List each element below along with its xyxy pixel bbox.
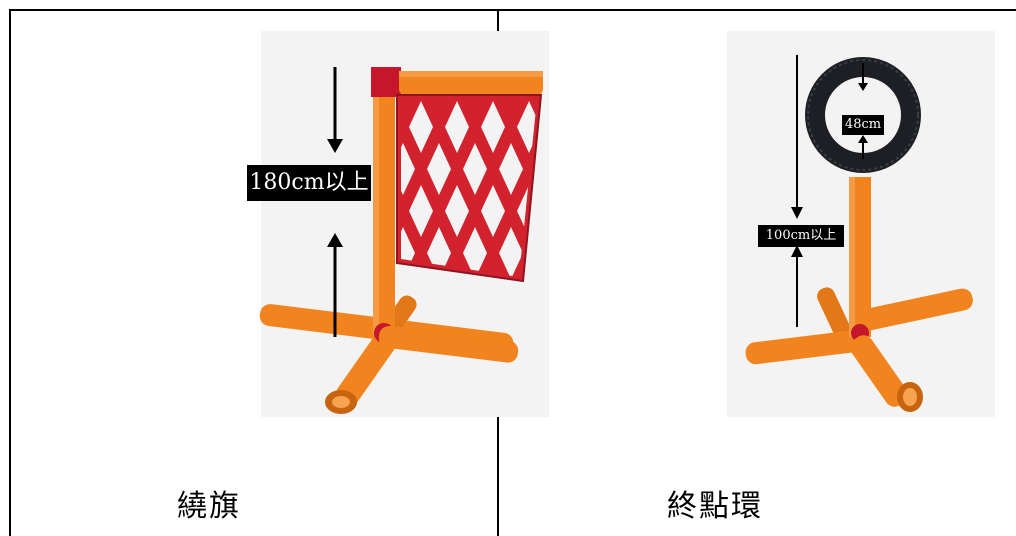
cell-finish-ring: 48cm 100cm以上 終點環	[499, 9, 1016, 536]
corner-joint	[371, 67, 401, 97]
cell-flag: 180cm以上 繞旗	[11, 9, 549, 536]
ring-arrow-down	[858, 63, 868, 91]
flag-net	[396, 94, 543, 283]
table-left-border	[9, 9, 11, 536]
ring-height-arrow-down	[791, 55, 803, 219]
ring-diameter-label: 48cm	[842, 115, 884, 135]
ring-arrow-up	[858, 135, 868, 159]
ring-base-tube-right	[854, 288, 973, 332]
ring-height-label: 100cm以上	[758, 225, 844, 247]
flag-caption: 繞旗	[177, 489, 241, 524]
ring-base-tube-front	[850, 335, 908, 407]
ring-base-tube-left	[745, 330, 866, 365]
flag-obstacle-image	[259, 31, 549, 417]
height-arrow-up	[327, 233, 343, 337]
ring-height-arrow-up	[791, 245, 803, 327]
height-arrow-down	[327, 67, 343, 153]
flag-height-label: 180cm以上	[247, 165, 371, 201]
base-tube-right	[378, 325, 519, 363]
ring-caption: 終點環	[667, 489, 763, 524]
table-top-border	[9, 9, 1016, 11]
